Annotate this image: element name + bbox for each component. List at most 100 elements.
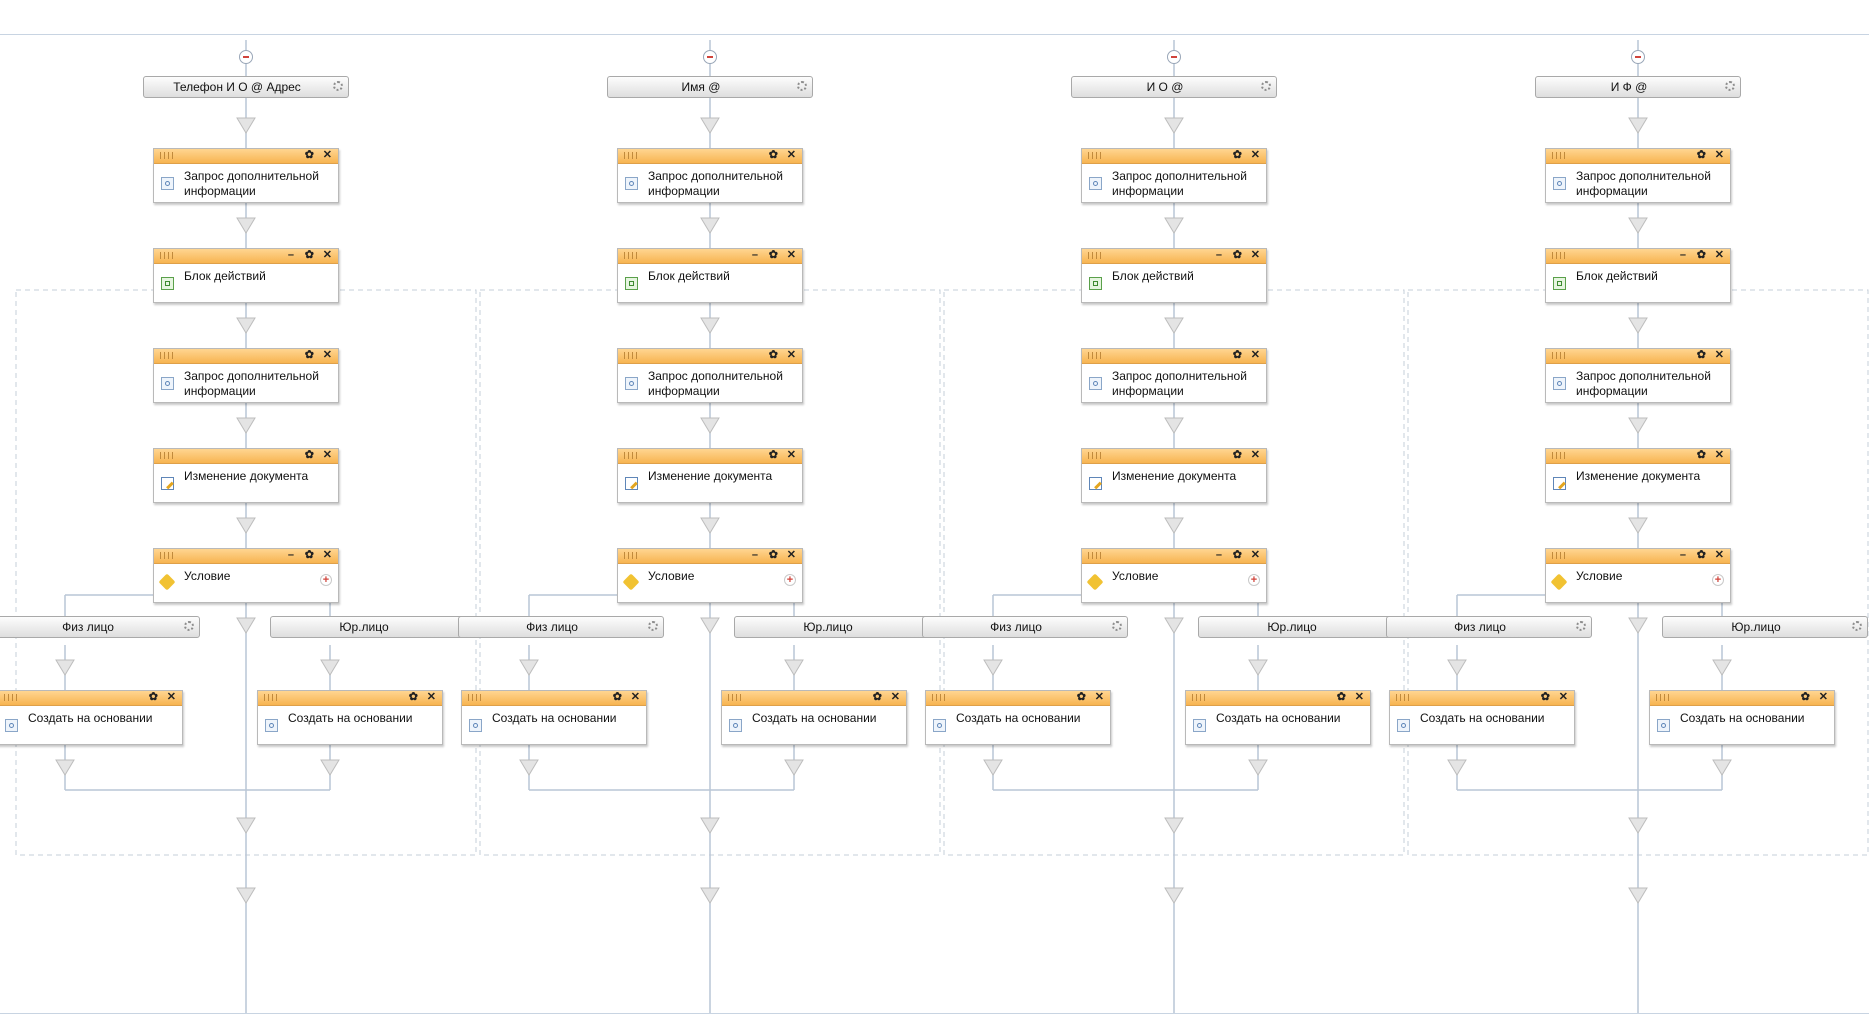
- add-branch-icon[interactable]: +: [1248, 574, 1260, 586]
- settings-icon[interactable]: ✿: [1696, 249, 1706, 261]
- gear-icon[interactable]: [1576, 621, 1586, 631]
- route-header-2[interactable]: И О @: [1071, 76, 1277, 98]
- settings-icon[interactable]: ✿: [1232, 449, 1242, 461]
- settings-icon[interactable]: ✿: [768, 449, 778, 461]
- close-icon[interactable]: ✕: [322, 149, 332, 161]
- drag-handle[interactable]: [264, 694, 278, 701]
- workflow-node-request-info[interactable]: ✿✕Запрос дополнительной информации: [1081, 148, 1267, 203]
- minimize-icon[interactable]: –: [1215, 549, 1222, 561]
- start-terminal-icon[interactable]: [239, 50, 253, 64]
- workflow-node-action-block[interactable]: –✿✕Блок действий: [1545, 248, 1731, 303]
- close-icon[interactable]: ✕: [890, 691, 900, 703]
- workflow-node-request-info[interactable]: ✿✕Запрос дополнительной информации: [1545, 348, 1731, 403]
- route-header-1[interactable]: Имя @: [607, 76, 813, 98]
- drag-handle[interactable]: [1088, 552, 1102, 559]
- drag-handle[interactable]: [1088, 152, 1102, 159]
- branch-legal[interactable]: Юр.лицо: [1662, 616, 1868, 638]
- gear-icon[interactable]: [797, 81, 807, 91]
- settings-icon[interactable]: ✿: [304, 149, 314, 161]
- drag-handle[interactable]: [932, 694, 946, 701]
- settings-icon[interactable]: ✿: [1800, 691, 1810, 703]
- drag-handle[interactable]: [1088, 452, 1102, 459]
- drag-handle[interactable]: [160, 252, 174, 259]
- close-icon[interactable]: ✕: [786, 249, 796, 261]
- workflow-node-request-info[interactable]: ✿✕Запрос дополнительной информации: [153, 148, 339, 203]
- close-icon[interactable]: ✕: [786, 349, 796, 361]
- gear-icon[interactable]: [1261, 81, 1271, 91]
- close-icon[interactable]: ✕: [426, 691, 436, 703]
- settings-icon[interactable]: ✿: [768, 149, 778, 161]
- workflow-node-action-block[interactable]: –✿✕Блок действий: [617, 248, 803, 303]
- close-icon[interactable]: ✕: [1354, 691, 1364, 703]
- settings-icon[interactable]: ✿: [768, 349, 778, 361]
- settings-icon[interactable]: ✿: [872, 691, 882, 703]
- settings-icon[interactable]: ✿: [1076, 691, 1086, 703]
- drag-handle[interactable]: [160, 552, 174, 559]
- branch-physical[interactable]: Физ лицо: [0, 616, 200, 638]
- drag-handle[interactable]: [1552, 552, 1566, 559]
- minimize-icon[interactable]: –: [287, 249, 294, 261]
- drag-handle[interactable]: [728, 694, 742, 701]
- workflow-node-create-based-on[interactable]: ✿✕Создать на основании: [925, 690, 1111, 745]
- drag-handle[interactable]: [1552, 352, 1566, 359]
- settings-icon[interactable]: ✿: [304, 549, 314, 561]
- close-icon[interactable]: ✕: [322, 349, 332, 361]
- settings-icon[interactable]: ✿: [1336, 691, 1346, 703]
- drag-handle[interactable]: [624, 352, 638, 359]
- settings-icon[interactable]: ✿: [768, 249, 778, 261]
- workflow-node-condition[interactable]: –✿✕Условие+: [1545, 548, 1731, 603]
- close-icon[interactable]: ✕: [1714, 549, 1724, 561]
- close-icon[interactable]: ✕: [1250, 449, 1260, 461]
- settings-icon[interactable]: ✿: [148, 691, 158, 703]
- workflow-node-edit-document[interactable]: ✿✕Изменение документа: [617, 448, 803, 503]
- close-icon[interactable]: ✕: [322, 449, 332, 461]
- drag-handle[interactable]: [4, 694, 18, 701]
- add-branch-icon[interactable]: +: [1712, 574, 1724, 586]
- minimize-icon[interactable]: –: [1215, 249, 1222, 261]
- workflow-node-action-block[interactable]: –✿✕Блок действий: [1081, 248, 1267, 303]
- workflow-node-condition[interactable]: –✿✕Условие+: [617, 548, 803, 603]
- workflow-node-request-info[interactable]: ✿✕Запрос дополнительной информации: [1545, 148, 1731, 203]
- close-icon[interactable]: ✕: [166, 691, 176, 703]
- gear-icon[interactable]: [1112, 621, 1122, 631]
- gear-icon[interactable]: [1725, 81, 1735, 91]
- drag-handle[interactable]: [624, 552, 638, 559]
- drag-handle[interactable]: [1552, 452, 1566, 459]
- workflow-node-edit-document[interactable]: ✿✕Изменение документа: [1545, 448, 1731, 503]
- settings-icon[interactable]: ✿: [1696, 549, 1706, 561]
- branch-physical[interactable]: Физ лицо: [1386, 616, 1592, 638]
- workflow-node-edit-document[interactable]: ✿✕Изменение документа: [153, 448, 339, 503]
- branch-legal[interactable]: Юр.лицо: [270, 616, 476, 638]
- close-icon[interactable]: ✕: [1094, 691, 1104, 703]
- workflow-node-request-info[interactable]: ✿✕Запрос дополнительной информации: [617, 348, 803, 403]
- close-icon[interactable]: ✕: [1714, 149, 1724, 161]
- settings-icon[interactable]: ✿: [304, 249, 314, 261]
- gear-icon[interactable]: [333, 81, 343, 91]
- workflow-node-create-based-on[interactable]: ✿✕Создать на основании: [0, 690, 183, 745]
- drag-handle[interactable]: [1192, 694, 1206, 701]
- drag-handle[interactable]: [1552, 252, 1566, 259]
- settings-icon[interactable]: ✿: [1232, 349, 1242, 361]
- close-icon[interactable]: ✕: [786, 449, 796, 461]
- settings-icon[interactable]: ✿: [612, 691, 622, 703]
- minimize-icon[interactable]: –: [1679, 549, 1686, 561]
- workflow-node-create-based-on[interactable]: ✿✕Создать на основании: [1649, 690, 1835, 745]
- add-branch-icon[interactable]: +: [320, 574, 332, 586]
- start-terminal-icon[interactable]: [703, 50, 717, 64]
- branch-legal[interactable]: Юр.лицо: [1198, 616, 1404, 638]
- close-icon[interactable]: ✕: [322, 549, 332, 561]
- drag-handle[interactable]: [160, 152, 174, 159]
- workflow-node-condition[interactable]: –✿✕Условие+: [1081, 548, 1267, 603]
- settings-icon[interactable]: ✿: [1540, 691, 1550, 703]
- route-header-0[interactable]: Телефон И О @ Адрес: [143, 76, 349, 98]
- settings-icon[interactable]: ✿: [768, 549, 778, 561]
- drag-handle[interactable]: [1552, 152, 1566, 159]
- close-icon[interactable]: ✕: [322, 249, 332, 261]
- workflow-node-create-based-on[interactable]: ✿✕Создать на основании: [461, 690, 647, 745]
- drag-handle[interactable]: [1396, 694, 1410, 701]
- workflow-node-edit-document[interactable]: ✿✕Изменение документа: [1081, 448, 1267, 503]
- close-icon[interactable]: ✕: [1250, 249, 1260, 261]
- minimize-icon[interactable]: –: [1679, 249, 1686, 261]
- drag-handle[interactable]: [1088, 352, 1102, 359]
- branch-physical[interactable]: Физ лицо: [922, 616, 1128, 638]
